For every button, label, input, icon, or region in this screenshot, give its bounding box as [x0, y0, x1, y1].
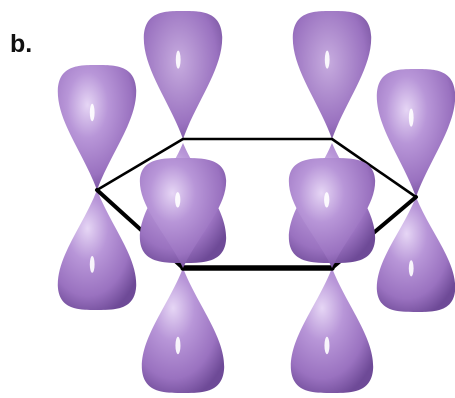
right-up-lobe-shape: [376, 69, 455, 197]
bottom-right-down-lobe-highlight: [324, 336, 330, 355]
top-left-back-up-lobe-shape: [143, 11, 223, 139]
right-up-lobe-highlight: [408, 108, 414, 127]
left-up-lobe-shape: [57, 65, 137, 190]
bottom-left-up-lobe-highlight: [175, 192, 181, 208]
bottom-right-up-lobe-highlight: [324, 192, 330, 208]
ring-bond-top-right-right: [330, 137, 418, 199]
bottom-right-up-lobe-shape: [288, 158, 376, 268]
bottom-left-down-lobe-highlight: [175, 336, 181, 355]
front-orbital-layer: [139, 143, 376, 268]
left-down-lobe: [57, 190, 137, 310]
bottom-left-up-lobe: [139, 158, 227, 268]
top-right-back-up-lobe-highlight: [324, 50, 330, 69]
left-up-lobe: [57, 65, 137, 190]
bottom-left-down-lobe-shape: [141, 268, 225, 393]
bottom-right-down-lobe-shape: [290, 268, 374, 393]
right-down-lobe-highlight: [408, 260, 414, 277]
panel-label: b.: [10, 30, 33, 58]
right-up-lobe: [376, 69, 455, 197]
top-right-back-up-lobe-shape: [292, 11, 372, 139]
bottom-right-down-lobe: [290, 268, 374, 393]
bottom-left-up-lobe-shape: [139, 158, 227, 268]
top-left-back-up-lobe-highlight: [175, 50, 181, 69]
top-left-back-up-lobe: [143, 11, 223, 139]
left-down-lobe-highlight: [89, 256, 95, 273]
bottom-left-down-lobe: [141, 268, 225, 393]
right-down-lobe-shape: [376, 197, 455, 312]
back-orbital-layer: [57, 11, 455, 393]
ring-bond-left-top-left: [95, 137, 185, 192]
bottom-right-up-lobe: [288, 158, 376, 268]
left-down-lobe-shape: [57, 190, 137, 310]
top-right-back-up-lobe: [292, 11, 372, 139]
left-up-lobe-highlight: [89, 103, 95, 122]
right-down-lobe: [376, 197, 455, 312]
